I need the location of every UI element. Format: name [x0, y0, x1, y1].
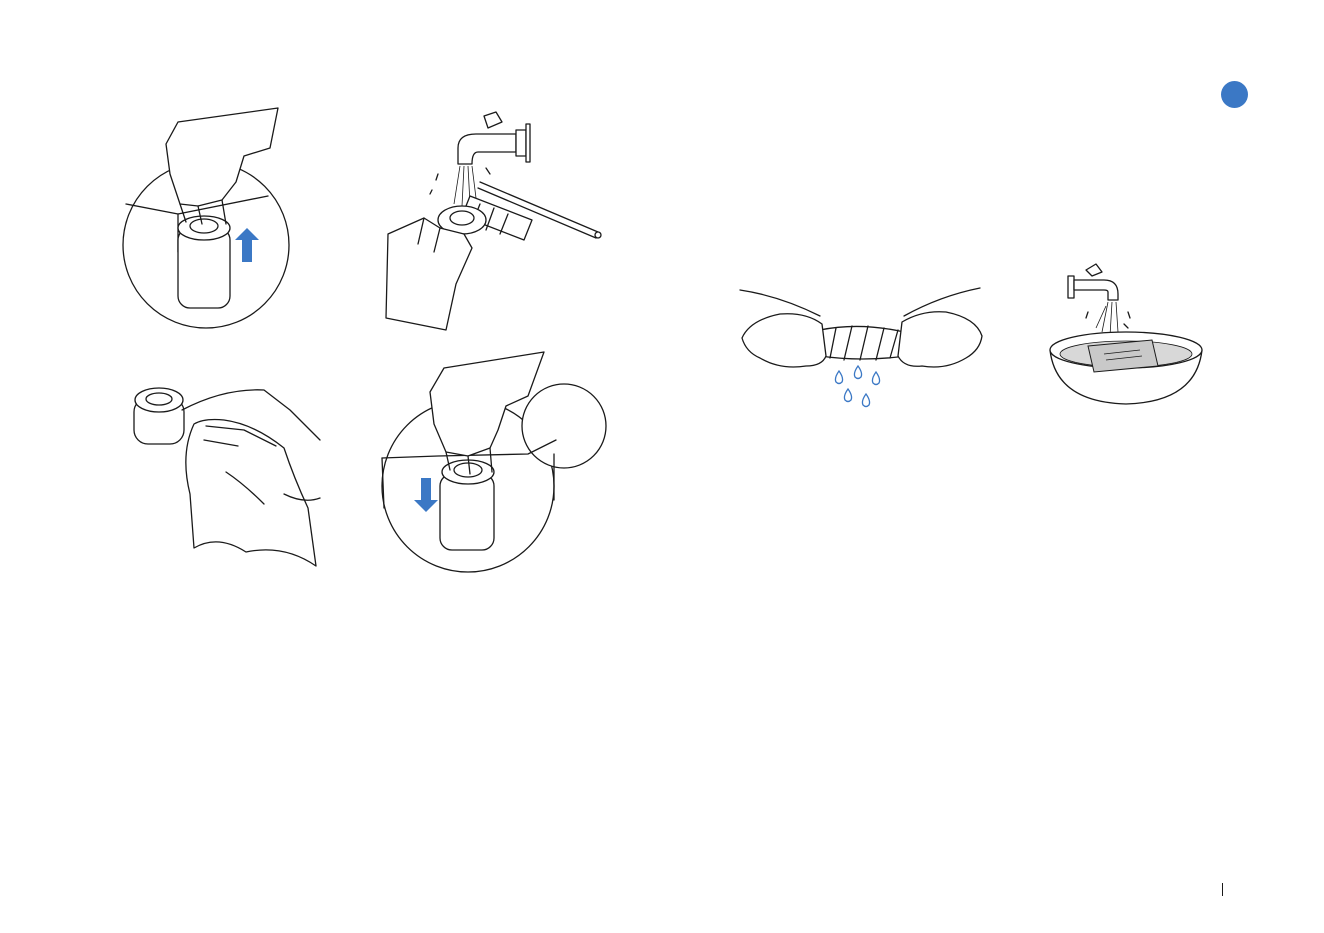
remove-roller-illustration [118, 104, 298, 332]
page-number-marker [1222, 883, 1223, 896]
rinse-roller-illustration [384, 108, 608, 340]
soak-pad-illustration [1046, 262, 1208, 412]
reinstall-roller-illustration [378, 350, 610, 572]
step-marker-icon [1221, 81, 1248, 108]
wipe-roller-illustration [134, 384, 324, 570]
wring-cloth-illustration [740, 286, 986, 412]
